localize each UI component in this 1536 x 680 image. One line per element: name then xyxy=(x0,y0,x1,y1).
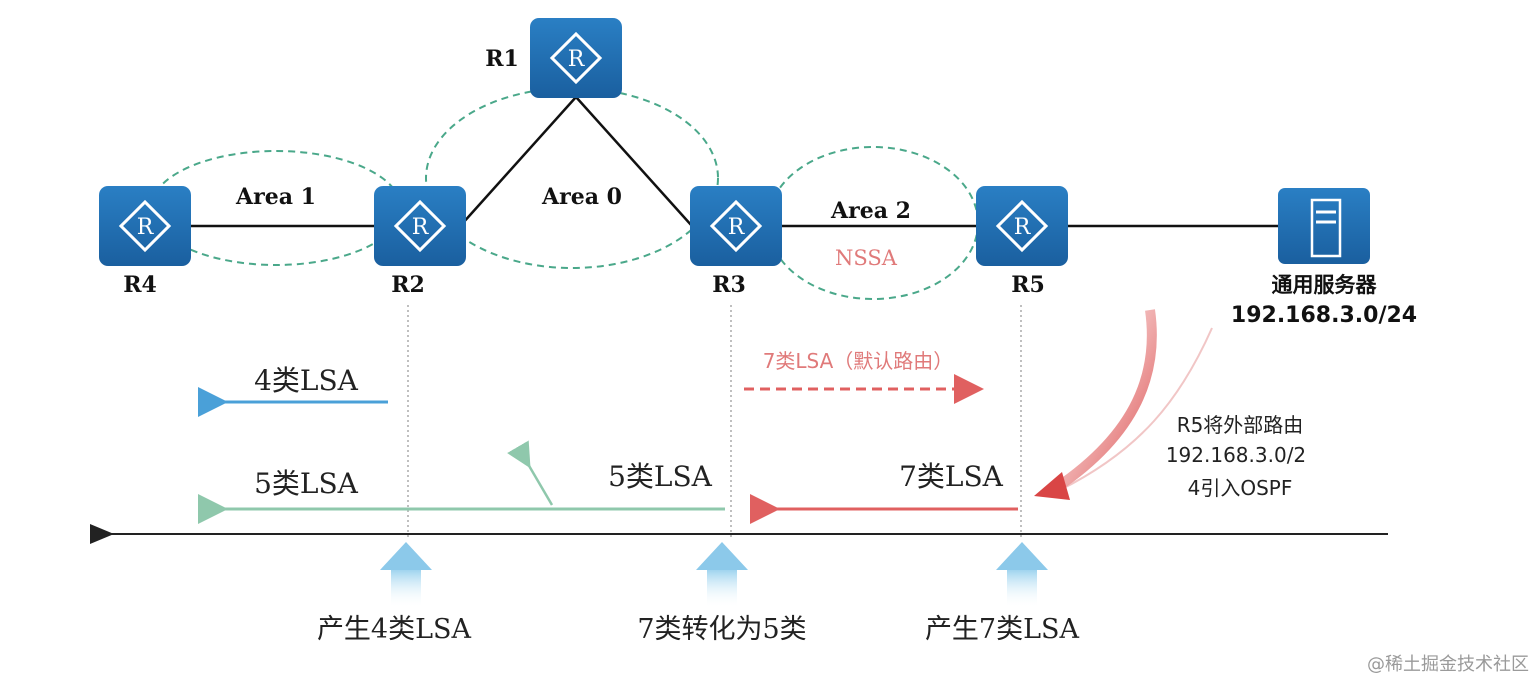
router-r5: R xyxy=(976,186,1068,266)
nssa-label: NSSA xyxy=(835,246,898,270)
up-arrow-r2 xyxy=(380,542,432,608)
router-r3: R xyxy=(690,186,782,266)
router-r2: R xyxy=(374,186,466,266)
label-gen-lsa7: 产生7类LSA xyxy=(925,614,1080,645)
router-label-r5: R5 xyxy=(1011,272,1045,298)
lsa5-branch xyxy=(507,440,554,506)
area0-label: Area 0 xyxy=(541,184,622,210)
router-glyph: R xyxy=(568,47,586,72)
label-convert-7-to-5: 7类转化为5类 xyxy=(637,614,806,645)
area2-label: Area 2 xyxy=(830,198,911,224)
lsa7-label: 7类LSA xyxy=(899,460,1004,493)
annotation-line1: R5将外部路由 xyxy=(1177,413,1304,437)
router-glyph: R xyxy=(137,215,155,240)
watermark: @稀土掘金技术社区 xyxy=(1367,654,1529,675)
import-arrow xyxy=(1047,309,1157,497)
lsa5-left-label: 5类LSA xyxy=(254,467,359,500)
lsa5-mid-label: 5类LSA xyxy=(608,460,713,493)
annotation-line2: 192.168.3.0/2 xyxy=(1166,443,1306,467)
router-r1: R xyxy=(530,18,622,98)
router-glyph: R xyxy=(1014,215,1032,240)
up-arrow-r3 xyxy=(696,542,748,608)
router-glyph: R xyxy=(412,215,430,240)
area1-label: Area 1 xyxy=(235,184,316,210)
router-r4: R xyxy=(99,186,191,266)
lsa4-label: 4类LSA xyxy=(254,364,359,397)
link-r2-r1 xyxy=(461,96,577,225)
router-label-r4: R4 xyxy=(123,272,157,298)
router-label-r1: R1 xyxy=(485,46,519,72)
router-glyph: R xyxy=(728,215,746,240)
router-label-r2: R2 xyxy=(391,272,425,298)
router-label-r3: R3 xyxy=(712,272,746,298)
server-icon xyxy=(1278,188,1370,264)
label-gen-lsa4: 产生4类LSA xyxy=(317,614,472,645)
annotation-line3: 4引入OSPF xyxy=(1188,476,1293,500)
lsa7-default-label: 7类LSA（默认路由） xyxy=(763,349,954,373)
up-arrow-r5 xyxy=(996,542,1048,608)
link-r1-r3 xyxy=(575,96,693,227)
server-name: 通用服务器 xyxy=(1272,273,1378,297)
server-subnet: 192.168.3.0/24 xyxy=(1231,303,1417,328)
area0-boundary xyxy=(425,87,719,269)
